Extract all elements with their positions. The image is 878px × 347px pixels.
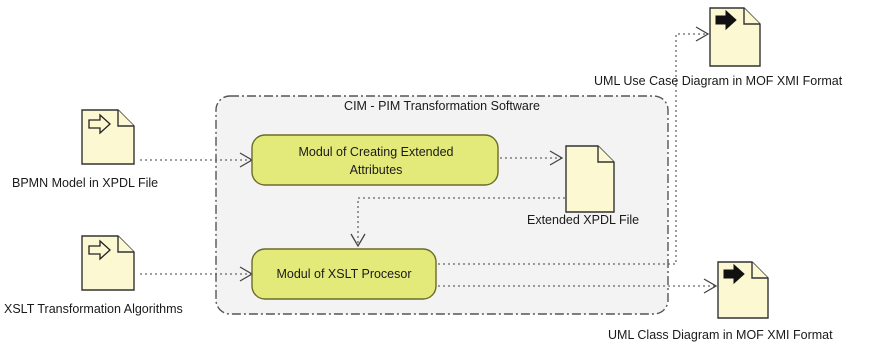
extended-xpdl-label: Extended XPDL File bbox=[527, 213, 639, 227]
arrowhead bbox=[549, 150, 564, 166]
arrowhead bbox=[695, 26, 710, 42]
hollow-arrow-document-icon bbox=[81, 109, 135, 165]
process-label: Modul of XSLT Procesor bbox=[276, 267, 411, 281]
solid-arrow-document-icon bbox=[717, 261, 769, 319]
output-usecase-label: UML Use Case Diagram in MOF XMI Format bbox=[594, 74, 843, 88]
arrowhead bbox=[350, 233, 366, 248]
input-bpmn-document: BPMN Model in XPDL File bbox=[12, 109, 158, 190]
output-class-label: UML Class Diagram in MOF XMI Format bbox=[608, 328, 833, 342]
input-bpmn-label: BPMN Model in XPDL File bbox=[12, 176, 158, 190]
solid-arrow-document-icon bbox=[709, 7, 761, 67]
process-xslt-processor: Modul of XSLT Procesor bbox=[251, 248, 437, 300]
output-class-document: UML Class Diagram in MOF XMI Format bbox=[608, 261, 833, 342]
container-title: CIM - PIM Transformation Software bbox=[344, 99, 540, 113]
flow-connectors bbox=[140, 26, 718, 294]
input-xslt-label: XSLT Transformation Algorithms bbox=[4, 302, 183, 316]
arrowhead bbox=[703, 278, 718, 294]
flow-extended-to-processor bbox=[357, 197, 570, 246]
process-label-line1: Modul of Creating Extended bbox=[299, 145, 454, 159]
extended-xpdl-document: Extended XPDL File bbox=[527, 145, 639, 227]
document-icon bbox=[565, 145, 615, 213]
input-xslt-document: XSLT Transformation Algorithms bbox=[4, 235, 183, 316]
output-usecase-document: UML Use Case Diagram in MOF XMI Format bbox=[594, 7, 843, 88]
process-creating-extended-attributes: Modul of Creating Extended Attributes bbox=[251, 134, 499, 186]
hollow-arrow-document-icon bbox=[81, 235, 135, 291]
process-label-line2: Attributes bbox=[350, 163, 403, 177]
